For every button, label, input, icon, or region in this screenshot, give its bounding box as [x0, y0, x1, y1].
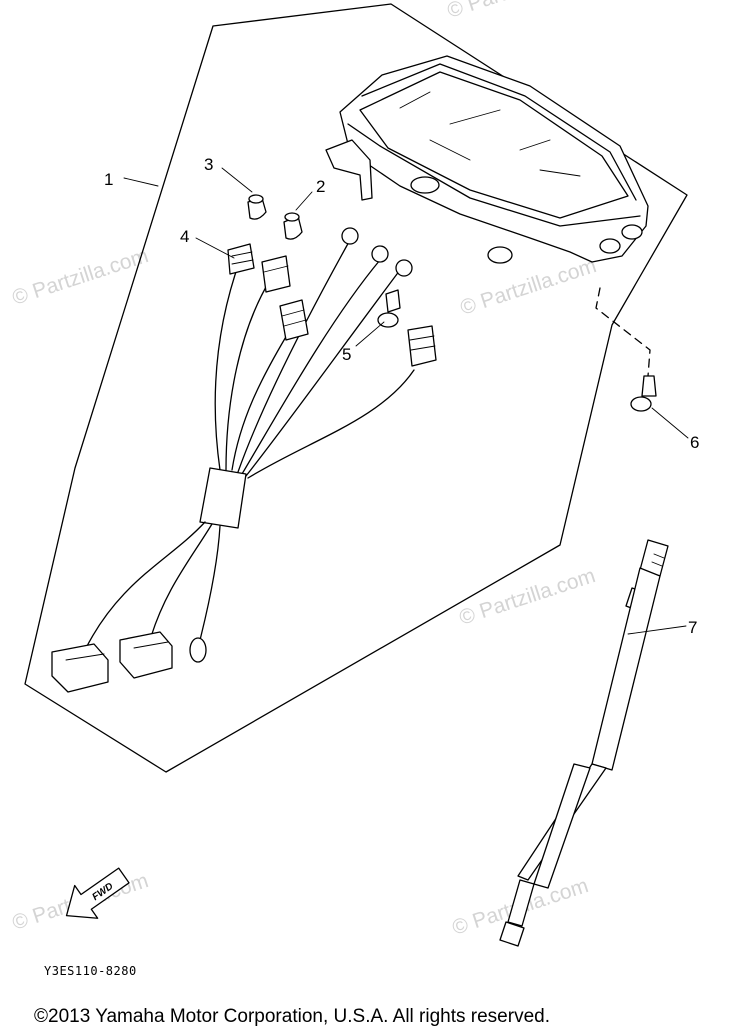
wiring-harness — [51, 227, 437, 693]
watermark-text: © Partzilla.com — [456, 564, 598, 630]
leader-dashed — [595, 287, 651, 377]
socket-part-5 — [377, 289, 401, 328]
callout-7: 7 — [688, 618, 697, 637]
speedometer-cable-part-7 — [499, 539, 669, 947]
copyright-text: ©2013 Yamaha Motor Corporation, U.S.A. A… — [34, 1006, 550, 1027]
bulb-part-2 — [283, 212, 303, 240]
watermark-text: © Partzilla.com — [9, 244, 151, 310]
bulb-part-3 — [247, 194, 267, 220]
watermark-text: © Partzilla.com — [457, 254, 599, 320]
callout-3: 3 — [204, 155, 213, 174]
callout-labels: 1 2 3 4 5 6 7 — [104, 155, 699, 637]
callout-5: 5 — [342, 345, 351, 364]
assembly-boundary — [24, 3, 688, 773]
callout-1: 1 — [104, 170, 113, 189]
fwd-arrow: FWD — [65, 867, 130, 919]
callout-6: 6 — [690, 433, 699, 452]
callout-4: 4 — [180, 227, 189, 246]
diagram-code: Y3ES110-8280 — [44, 964, 137, 978]
leader-lines — [123, 167, 689, 635]
watermark-text: © Partzilla.com — [444, 0, 586, 23]
screw-part-6 — [630, 375, 657, 412]
meter-unit — [325, 55, 649, 264]
callout-2: 2 — [316, 177, 325, 196]
